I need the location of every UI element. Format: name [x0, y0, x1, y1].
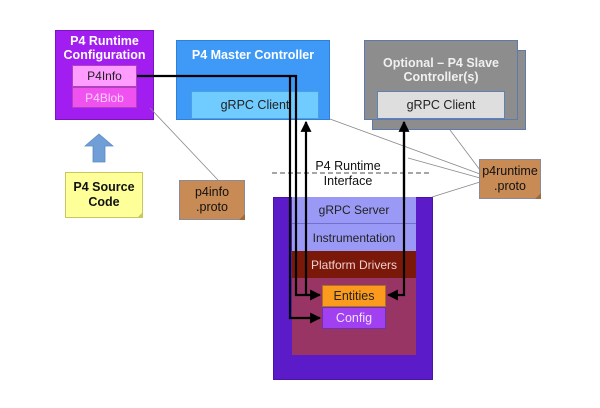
- slave-title-line1: Optional – P4 Slave: [382, 56, 499, 70]
- p4rt-note-line2: .proto: [494, 179, 526, 193]
- entities-block: Entities: [322, 285, 386, 307]
- slave-grpc-client: gRPC Client: [377, 91, 505, 119]
- p4-master-controller-title: P4 Master Controller: [191, 48, 315, 62]
- p4blob-block: P4Blob: [72, 87, 137, 108]
- p4info-note-line1: p4info: [194, 185, 230, 199]
- instrumentation-layer: Instrumentation: [292, 224, 416, 251]
- iface-to-p4runtime-proto-line: [407, 157, 481, 179]
- p4-runtime-configuration-title: P4 Runtime Configuration: [55, 33, 154, 63]
- config-block: Config: [322, 307, 386, 329]
- p4rt-note-line1: p4runtime: [482, 164, 538, 178]
- p4runtime-proto-note: p4runtime .proto: [479, 159, 541, 199]
- iface-line1: P4 Runtime: [315, 159, 381, 173]
- src-note-line2: Code: [88, 195, 120, 209]
- compile-up-arrow-icon: [84, 133, 114, 163]
- p4info-note-line2: .proto: [196, 200, 228, 214]
- p4-runtime-interface-label: P4 Runtime Interface: [288, 158, 408, 190]
- server-to-p4runtime-proto-line: [431, 181, 481, 198]
- slave-to-p4runtime-proto-line: [449, 129, 481, 171]
- platform-drivers-layer: Platform Drivers: [292, 251, 416, 278]
- p4info-block: P4Info: [72, 65, 137, 87]
- master-grpc-client: gRPC Client: [191, 91, 319, 119]
- p4info-proto-note: p4info .proto: [179, 180, 245, 220]
- grpc-server-layer: gRPC Server: [292, 197, 416, 224]
- src-note-line1: P4 Source: [73, 180, 135, 194]
- iface-line2: Interface: [323, 174, 373, 188]
- cfg-title-line1: P4 Runtime: [70, 34, 139, 48]
- cfg-title-line2: Configuration: [63, 48, 146, 62]
- p4-source-code-note: P4 Source Code: [65, 172, 143, 218]
- slave-title-line2: Controller(s): [403, 70, 479, 84]
- p4-slave-controller-title: Optional – P4 Slave Controller(s): [364, 55, 518, 85]
